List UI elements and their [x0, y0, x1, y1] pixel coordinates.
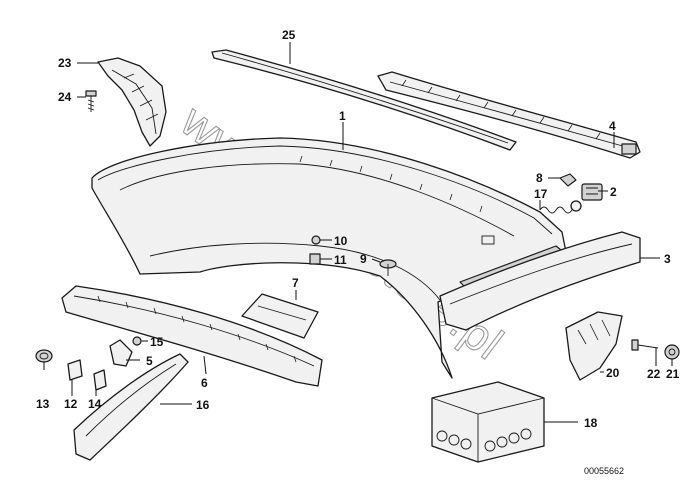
part-18-foam-block	[431, 381, 545, 463]
callout-12: 12	[64, 397, 78, 411]
callout-14: 14	[88, 397, 102, 411]
callout-1: 1	[339, 109, 346, 123]
callout-22: 22	[647, 367, 661, 381]
part-5-bracket	[109, 339, 133, 367]
callout-25: 25	[282, 28, 296, 42]
part-20-arch-liner	[565, 311, 623, 381]
part-8-clip	[559, 173, 577, 187]
part-25-trim-strip	[211, 49, 517, 151]
callout-7: 7	[292, 276, 299, 290]
callout-16: 16	[196, 398, 210, 412]
callout-3: 3	[664, 252, 671, 266]
part-2-bracket	[581, 183, 603, 201]
part-13-rivet	[35, 349, 53, 363]
part-22-screw	[631, 339, 659, 351]
part-10-screw	[311, 235, 321, 245]
part-16-trim-panel	[73, 353, 189, 461]
part-7-license-bracket	[241, 293, 319, 339]
part-6-lower-spoiler	[61, 285, 323, 387]
callout-15: 15	[150, 335, 164, 349]
part-24-screw	[85, 90, 97, 112]
callout-20: 20	[606, 366, 620, 380]
callout-labels: 25 1 4 23 24 8 2 17 10 11 9 3 7 15 5 6 1…	[36, 28, 680, 430]
part-9-rivet	[379, 259, 397, 276]
part-14-clip	[93, 369, 107, 391]
callout-4: 4	[609, 119, 616, 133]
callout-17: 17	[534, 187, 548, 201]
callout-2: 2	[610, 185, 617, 199]
callout-23: 23	[58, 56, 72, 70]
callout-6: 6	[201, 376, 208, 390]
part-11-clip-nut	[309, 253, 321, 265]
part-4-bumper-carrier	[377, 71, 641, 159]
part-3-side-trim	[439, 231, 641, 331]
callout-18: 18	[584, 416, 598, 430]
part-12-clip	[67, 359, 83, 381]
callout-21: 21	[666, 367, 680, 381]
callout-5: 5	[146, 354, 153, 368]
drawing-number: 00055662	[584, 466, 624, 476]
part-21-nut	[664, 344, 680, 360]
foam-cells	[436, 428, 532, 452]
leader-lines	[43, 42, 673, 423]
callout-10: 10	[334, 234, 348, 248]
callout-24: 24	[58, 90, 72, 104]
part-23-mudguard	[97, 57, 167, 147]
callout-8: 8	[536, 171, 543, 185]
part-15-screw	[132, 336, 142, 346]
callout-13: 13	[36, 397, 50, 411]
callout-11: 11	[334, 253, 347, 267]
callout-9: 9	[360, 252, 367, 266]
part-17-spring	[539, 200, 582, 214]
